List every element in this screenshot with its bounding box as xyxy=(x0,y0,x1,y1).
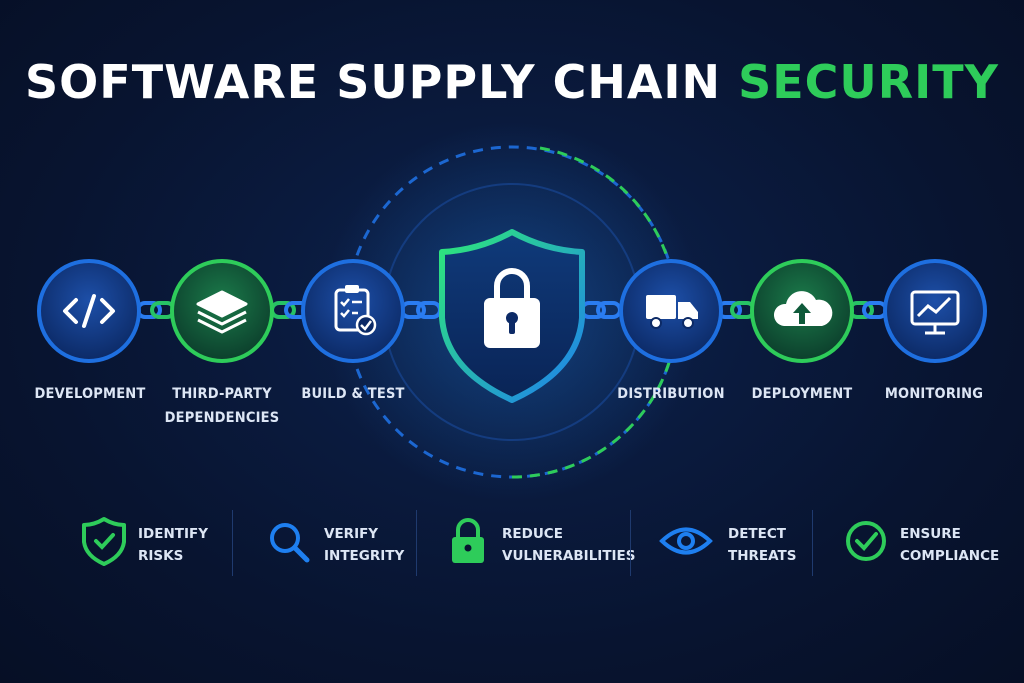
eye-icon xyxy=(659,527,713,555)
stage-label-build-test: BUILD & TEST xyxy=(290,382,416,406)
feature-verify-integrity: VERIFY INTEGRITY xyxy=(310,515,404,575)
feature-detect-threats: DETECT THREATS xyxy=(714,515,796,575)
feature-line1: REDUCE xyxy=(502,526,563,542)
feature-line2: VULNERABILITIES xyxy=(502,548,636,564)
stage-node-distribution xyxy=(619,259,723,363)
stage-label-line1: DEPLOYMENT xyxy=(751,386,853,402)
stage-label-line1: MONITORING xyxy=(884,386,984,402)
feature-line1: IDENTIFY xyxy=(138,526,208,542)
code-icon xyxy=(63,294,115,328)
feature-line2: INTEGRITY xyxy=(324,548,405,564)
shield-check-icon xyxy=(82,517,126,566)
feature-divider xyxy=(416,510,417,576)
feature-text: ENSURE COMPLIANCE xyxy=(900,523,999,567)
stage-label-line1: DEVELOPMENT xyxy=(34,386,146,402)
feature-text: DETECT THREATS xyxy=(728,523,796,567)
feature-divider xyxy=(232,510,233,576)
feature-reduce-vulnerabilities: REDUCE VULNERABILITIES xyxy=(488,515,636,575)
feature-line1: DETECT xyxy=(728,526,786,542)
cloud-upload-icon xyxy=(773,291,833,326)
title-main: SOFTWARE SUPPLY CHAIN xyxy=(25,55,722,109)
feature-divider xyxy=(812,510,813,576)
feature-ensure-compliance: ENSURE COMPLIANCE xyxy=(886,515,999,575)
stage-label-third-party: THIRD-PARTY DEPENDENCIES xyxy=(159,382,285,430)
stage-label-line1: THIRD-PARTY xyxy=(172,386,272,402)
stage-node-third-party xyxy=(170,259,274,363)
stage-label-monitoring: MONITORING xyxy=(871,382,997,406)
feature-line2: THREATS xyxy=(728,548,797,564)
feature-divider xyxy=(630,510,631,576)
feature-text: VERIFY INTEGRITY xyxy=(324,523,404,567)
clipboard-check-icon xyxy=(334,285,377,336)
monitor-chart-icon xyxy=(910,290,960,335)
stage-label-line2: DEPENDENCIES xyxy=(164,410,280,426)
stage-label-development: DEVELOPMENT xyxy=(27,382,153,406)
stage-node-deployment xyxy=(750,259,854,363)
page-title: SOFTWARE SUPPLY CHAIN SECURITY xyxy=(0,55,1024,109)
magnifier-icon xyxy=(270,523,310,563)
feature-line1: VERIFY xyxy=(324,526,379,542)
chain-link xyxy=(862,301,888,319)
feature-line2: RISKS xyxy=(138,548,184,564)
stage-node-build-test xyxy=(301,259,405,363)
truck-icon xyxy=(646,295,698,329)
stage-label-line1: DISTRIBUTION xyxy=(617,386,725,402)
stage-node-monitoring xyxy=(883,259,987,363)
stage-node-development xyxy=(37,259,141,363)
padlock-icon xyxy=(452,518,484,563)
layers-icon xyxy=(196,290,248,334)
feature-text: IDENTIFY RISKS xyxy=(138,523,208,567)
feature-text: REDUCE VULNERABILITIES xyxy=(502,523,636,567)
stage-label-distribution: DISTRIBUTION xyxy=(608,382,734,406)
check-circle-icon xyxy=(846,521,886,561)
feature-line2: COMPLIANCE xyxy=(900,548,1000,564)
feature-line1: ENSURE xyxy=(900,526,961,542)
title-accent: SECURITY xyxy=(738,55,999,109)
stage-label-line1: BUILD & TEST xyxy=(301,386,405,402)
stage-label-deployment: DEPLOYMENT xyxy=(739,382,865,406)
shield-lock-icon xyxy=(484,268,540,348)
center-shield xyxy=(439,229,585,403)
feature-identify-risks: IDENTIFY RISKS xyxy=(124,515,208,575)
